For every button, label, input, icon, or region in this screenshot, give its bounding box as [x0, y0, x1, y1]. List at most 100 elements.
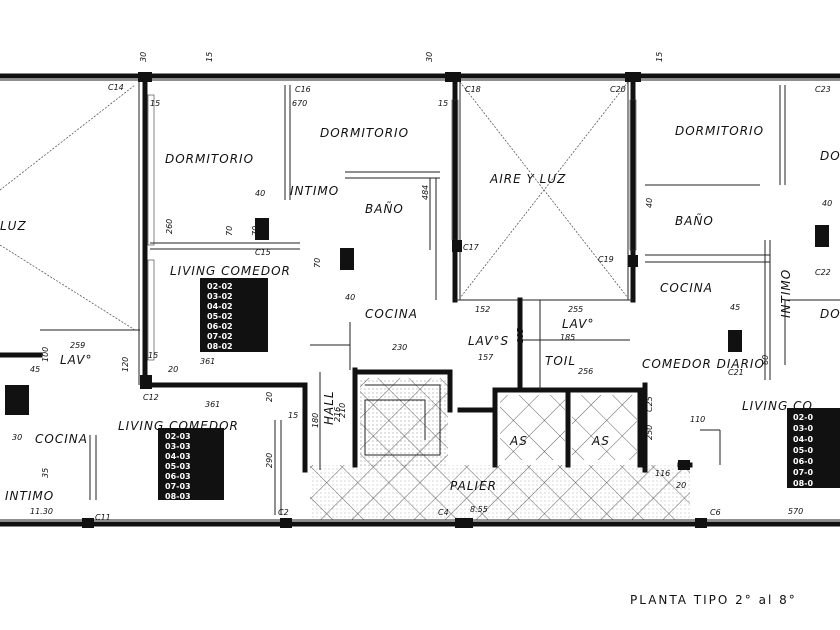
dim-label: 100 — [41, 347, 50, 362]
column-mark — [255, 218, 269, 240]
dim-label: 152 — [475, 305, 490, 314]
dim-label: 30 — [139, 52, 148, 62]
room-intimo-1: INTIMO — [290, 184, 339, 198]
column-label: C23 — [815, 85, 831, 94]
column-label: C25 — [645, 396, 654, 412]
room-hall: HALL — [322, 390, 336, 425]
dim-label: 11.30 — [30, 507, 53, 516]
room-intimo-2: INTIMO — [5, 489, 54, 503]
unit-row: 03-02 — [207, 292, 233, 301]
light-well-diagonals — [0, 81, 629, 331]
room-dormitorio-3: DORMITORIO — [675, 124, 764, 138]
column-label: C17 — [463, 243, 480, 252]
dim-label: 250 — [645, 425, 654, 440]
dim-label: 195 — [516, 328, 525, 343]
room-intimo-3: INTIMO — [779, 269, 793, 318]
unit-row: 06-02 — [207, 322, 233, 331]
dim-label: 484 — [421, 185, 430, 200]
unit-row: 08-02 — [207, 342, 233, 351]
column-mark — [815, 225, 829, 247]
room-comedor-diario: COMEDOR DIARIO — [642, 357, 765, 371]
unit-row: 08-0 — [793, 479, 813, 488]
unit-row: 04-02 — [207, 302, 233, 311]
unit-row: 05-03 — [165, 462, 191, 471]
unit-row: 03-0 — [793, 424, 813, 433]
room-cocina-3: COCINA — [35, 432, 88, 446]
room-palier: PALIER — [450, 479, 497, 493]
column-label: C20 — [610, 85, 626, 94]
room-bano-1: BAÑO — [365, 201, 404, 216]
room-lav-1: LAV° — [60, 353, 93, 367]
dim-label: 70 — [251, 226, 260, 236]
stair — [364, 384, 441, 456]
column-label: C14 — [108, 83, 124, 92]
column-mark — [138, 72, 152, 82]
elevator2-hatch — [572, 395, 637, 460]
column-label: C15 — [255, 248, 271, 257]
dim-label: 255 — [568, 305, 583, 314]
dim-label: 15 — [655, 52, 664, 62]
unit-table-bg — [200, 278, 268, 352]
elevator1-hatch — [500, 395, 565, 460]
column-label: C21 — [728, 368, 744, 377]
dimension-labels: 30 15 30 15 670 15 15 40 70 260 70 40 25… — [12, 52, 832, 516]
diag-3 — [0, 84, 136, 191]
column-label: C12 — [143, 393, 159, 402]
column-mark — [340, 248, 354, 270]
room-aire-luz: AIRE Y LUZ — [489, 172, 566, 186]
column-mark — [625, 72, 641, 82]
dim-label: 20 — [676, 481, 686, 490]
unit-table-3: 02-0 03-0 04-0 05-0 06-0 07-0 08-0 — [787, 408, 840, 488]
unit-row: 04-03 — [165, 452, 191, 461]
dim-label: 40 — [345, 293, 355, 302]
unit-row: 05-02 — [207, 312, 233, 321]
unit-table-bg — [158, 428, 224, 500]
dim-label: 210 — [338, 403, 347, 418]
stair-dots — [360, 378, 448, 466]
room-toil: TOIL — [545, 354, 576, 368]
diag-4 — [0, 244, 136, 331]
dim-label: 70 — [313, 258, 322, 268]
unit-table-bg — [787, 408, 840, 488]
dim-label: 30 — [12, 433, 22, 442]
dim-label: 40 — [255, 189, 265, 198]
dim-label: 60 — [761, 355, 770, 365]
column-label: C11 — [95, 513, 111, 522]
dim-label: 361 — [205, 400, 220, 409]
unit-row: 02-0 — [793, 413, 813, 422]
room-do-1: DO — [820, 149, 840, 163]
column-mark — [280, 518, 292, 528]
stair-flight — [364, 384, 441, 456]
dim-label: 116 — [655, 469, 670, 478]
column-labels: C14 C16 C18 C20 C15 C17 C19 C12 C11 C2 C… — [95, 83, 831, 522]
room-dormitorio-2: DORMITORIO — [165, 152, 254, 166]
dim-label: 260 — [165, 219, 174, 234]
column-mark — [82, 518, 94, 528]
dim-label: 15 — [438, 99, 448, 108]
unit-table-1: 02-02 03-02 04-02 05-02 06-02 07-02 08-0… — [200, 278, 268, 352]
dim-label: 15 — [150, 99, 160, 108]
dim-label: 35 — [41, 468, 50, 478]
column-mark — [140, 375, 152, 389]
dim-label: 259 — [70, 341, 85, 350]
column-mark — [452, 240, 462, 252]
column-mark — [678, 460, 690, 470]
unit-row: 08-03 — [165, 492, 191, 501]
dim-label: 290 — [265, 453, 274, 468]
dim-label: 45 — [30, 365, 40, 374]
room-cocina-2: COCINA — [660, 281, 713, 295]
unit-row: 07-02 — [207, 332, 233, 341]
dim-label: 361 — [200, 357, 215, 366]
dim-label: 15 — [288, 411, 298, 420]
column-mark — [455, 518, 473, 528]
unit-row: 07-03 — [165, 482, 191, 491]
structural-columns — [5, 72, 829, 528]
dim-label: 8.55 — [470, 505, 488, 514]
dim-label: 670 — [292, 99, 307, 108]
column-label: C6 — [710, 508, 721, 517]
room-ascensor-1: AS — [509, 434, 528, 448]
window-2 — [147, 259, 155, 361]
column-mark — [728, 330, 742, 352]
unit-row: 06-0 — [793, 457, 813, 466]
